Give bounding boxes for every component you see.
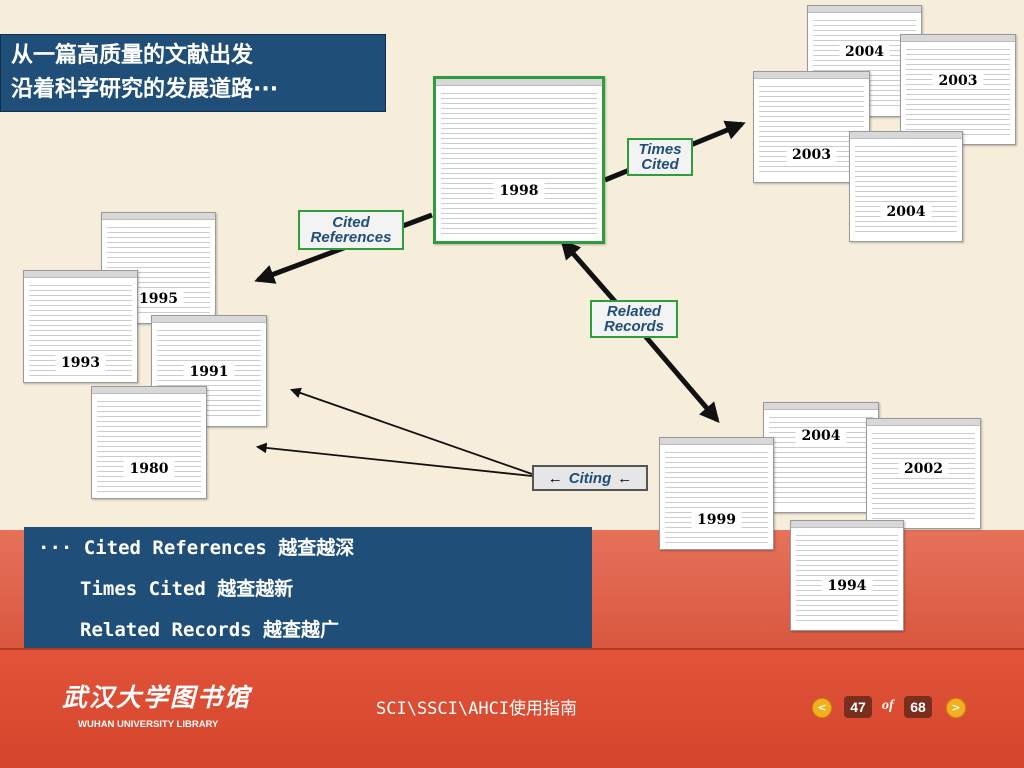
related-document: 1994: [790, 520, 904, 631]
document-year: 1995: [133, 291, 184, 307]
document-year: 1993: [55, 355, 106, 371]
related-records-label: Related Records: [590, 300, 678, 338]
document-year: 1980: [123, 461, 175, 477]
center-document: 1998: [433, 76, 605, 244]
cited-references-label: Cited References: [298, 210, 404, 250]
chevron-left-icon[interactable]: <: [812, 698, 832, 718]
left-arrow-icon: ←: [547, 469, 563, 487]
pager: < 47 of 68 >: [812, 696, 972, 720]
arrow-citing-1: [289, 387, 533, 475]
citing-document: 2003: [753, 71, 870, 183]
summary-line-cited-references: ··· Cited References 越查越深: [38, 537, 355, 559]
left-arrow-icon: ←: [617, 469, 633, 487]
document-year: 1991: [183, 364, 235, 380]
page-total: 68: [904, 696, 932, 718]
slide-title: 从一篇高质量的文献出发 沿着科学研究的发展道路···: [0, 34, 386, 112]
library-logo-english: WUHAN UNIVERSITY LIBRARY: [78, 719, 219, 730]
arrow-related-down: [638, 328, 720, 424]
cited-document: 1993: [23, 270, 138, 383]
cited-document: 1980: [91, 386, 207, 499]
document-year: 2004: [880, 204, 932, 220]
related-document: 2002: [866, 418, 981, 529]
document-year: 2003: [786, 147, 837, 163]
summary-line-related-records: Related Records 越查越广: [80, 619, 340, 641]
document-year: 2002: [898, 461, 949, 477]
guide-title: SCI\SSCI\AHCI使用指南: [376, 699, 578, 719]
related-document: 2004: [763, 402, 879, 513]
arrow-citing-2: [255, 442, 533, 477]
document-year: 2003: [932, 73, 984, 89]
center-document-year: 1998: [493, 183, 545, 199]
times-cited-label: Times Cited: [627, 138, 693, 176]
slide-title-line-2: 沿着科学研究的发展道路···: [11, 77, 279, 102]
library-logo: 武汉大学图书馆: [62, 683, 252, 712]
document-year: 2004: [839, 44, 890, 60]
document-year: 1999: [691, 512, 742, 528]
citing-document: 2004: [849, 131, 963, 242]
page-of: of: [882, 698, 894, 713]
slide-title-line-1: 从一篇高质量的文献出发: [11, 43, 254, 68]
summary-line-times-cited: Times Cited 越查越新: [80, 578, 294, 600]
page-current: 47: [844, 696, 872, 718]
document-year: 1994: [821, 578, 873, 594]
citing-document: 2003: [900, 34, 1016, 145]
related-document: 1999: [659, 437, 774, 550]
chevron-right-icon[interactable]: >: [946, 698, 966, 718]
citing-label: ← Citing ←: [532, 465, 648, 491]
document-year: 2004: [795, 428, 847, 444]
summary-box: ··· Cited References 越查越深 Times Cited 越查…: [24, 527, 592, 648]
